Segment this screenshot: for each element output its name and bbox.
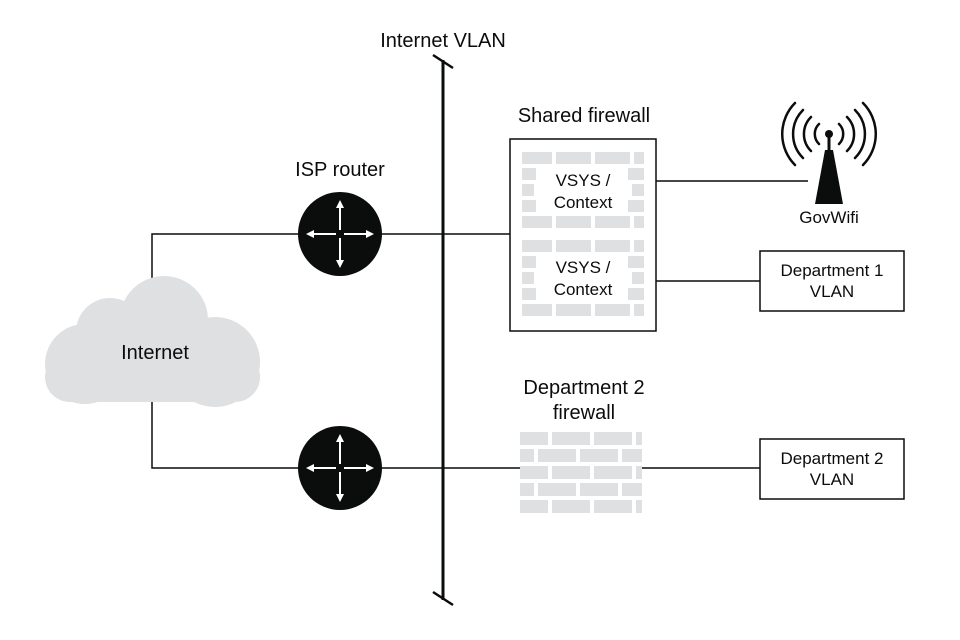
- internet-label: Internet: [121, 342, 189, 364]
- vsys-context-2-line2: Context: [553, 280, 613, 299]
- dept1-vlan-label: Department 1 VLAN: [760, 260, 904, 302]
- shared-firewall-box: [509, 138, 657, 332]
- dept2-vlan-label-line2: VLAN: [809, 470, 855, 489]
- internet-vlan-label: Internet VLAN: [380, 30, 506, 52]
- cloud-icon: [45, 276, 260, 407]
- dept2-firewall-label-line2: firewall: [552, 402, 616, 424]
- router-icon: [298, 192, 382, 276]
- vsys-context-2: VSYS / Context: [523, 257, 643, 301]
- link-internet-router2: [151, 400, 300, 469]
- dept2-firewall-label: Department 2 firewall: [484, 376, 684, 426]
- dept1-vlan-label-line2: VLAN: [809, 282, 855, 301]
- shared-firewall-label: Shared firewall: [517, 105, 651, 127]
- vsys-context-1: VSYS / Context: [523, 170, 643, 214]
- brick-wall-icon: [522, 152, 644, 228]
- dept2-firewall-label-line1: Department 2: [523, 377, 645, 399]
- dept2-vlan-label-line1: Department 2: [780, 449, 884, 468]
- dept2-vlan-box: [759, 438, 905, 500]
- brick-wall-icon: [520, 432, 642, 513]
- dept1-vlan-box: [759, 250, 905, 312]
- router-icon: [298, 426, 382, 510]
- isp-router-label: ISP router: [295, 159, 385, 181]
- vsys-context-2-line1: VSYS /: [555, 258, 611, 277]
- brick-wall-icon: [522, 240, 644, 316]
- vsys-context-1-line2: Context: [553, 193, 613, 212]
- wifi-tower-icon: [781, 101, 877, 204]
- internet-vlan-bus: [432, 53, 454, 607]
- vsys-context-1-line1: VSYS /: [555, 171, 611, 190]
- connection-lines: [151, 180, 808, 469]
- govwifi-label: GovWifi: [799, 208, 859, 227]
- dept2-vlan-label: Department 2 VLAN: [760, 448, 904, 490]
- dept1-vlan-label-line1: Department 1: [780, 261, 884, 280]
